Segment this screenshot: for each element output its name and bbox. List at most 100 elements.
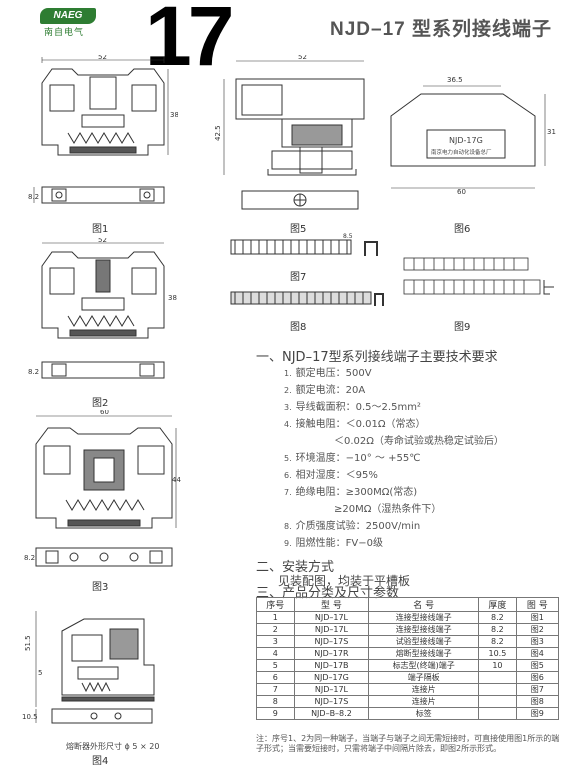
- spec-line: 7.绝缘电阻：≥300MΩ(常态): [284, 487, 418, 498]
- figure-7-caption: 图7: [290, 272, 307, 283]
- table-cell: 8.2: [478, 623, 517, 636]
- table-cell: 4: [256, 647, 295, 660]
- figure-3-caption: 图3: [92, 582, 109, 593]
- table-header: 名 号: [368, 597, 480, 612]
- table-cell: 试验型接线端子: [368, 635, 480, 648]
- table-cell: [478, 671, 517, 684]
- table-cell: 图2: [515, 623, 560, 636]
- fuse-size-note: 熔断器外形尺寸 ϕ 5 × 20: [66, 742, 160, 751]
- table-cell: [478, 695, 517, 708]
- spec-line: 6.相对湿度：＜95%: [284, 470, 378, 481]
- table-cell: 6: [256, 671, 295, 684]
- spec-line: 9.阻燃性能：FV−0级: [284, 538, 383, 549]
- spec-line: 8.介质强度试验：2500V/min: [284, 521, 421, 532]
- table-cell: NJD–17B: [293, 659, 370, 672]
- fig4-a-label: 5: [38, 669, 42, 677]
- table-cell: 图9: [515, 707, 560, 720]
- spec-line: ＜0.02Ω（寿命试验或热稳定试验后）: [334, 436, 504, 447]
- figure-8-drawing: [230, 291, 384, 306]
- spec-line: ≥20MΩ（湿热条件下）: [334, 504, 442, 515]
- fig1-depth-label: 8.2: [28, 193, 39, 201]
- figure-4-caption: 图4: [92, 756, 109, 766]
- table-cell: 连接型接线端子: [368, 623, 480, 636]
- spec-line: 1.额定电压：500V: [284, 368, 372, 379]
- table-cell: [478, 683, 517, 696]
- table-header: 图 号: [515, 597, 560, 612]
- table-cell: 端子隔板: [368, 671, 480, 684]
- fig6-plate-maker: 南京电力自动化设备总厂: [431, 148, 492, 156]
- table-cell: 5: [256, 659, 295, 672]
- table-cell: 图8: [515, 695, 560, 708]
- fig3-height-label: 44: [172, 476, 181, 484]
- table-cell: 图5: [515, 659, 560, 672]
- fig4-height-label: 51.5: [24, 635, 32, 651]
- table-cell: 图1: [515, 611, 560, 624]
- fig7-dim-label: 8.5: [343, 233, 353, 240]
- section-2-text: 见装配图，均装于平槽板: [278, 574, 411, 588]
- logo-subtitle: 南自电气: [44, 28, 85, 38]
- table-cell: 连接片: [368, 683, 480, 696]
- fig2-height-label: 38: [168, 294, 177, 302]
- table-cell: 2: [256, 623, 295, 636]
- section-1-heading: 一、NJD–17型系列接线端子主要技术要求: [256, 350, 498, 365]
- fig6-width-label: 60: [457, 188, 466, 196]
- spec-line: 5.环境温度：−10° ～ +55℃: [284, 453, 421, 464]
- table-cell: 8: [256, 695, 295, 708]
- table-cell: 7: [256, 683, 295, 696]
- company-logo: NAEG 南自电气: [40, 8, 96, 38]
- fig5-height-label: 42.5: [214, 125, 222, 141]
- table-cell: 10: [478, 659, 517, 672]
- table-cell: 图6: [515, 671, 560, 684]
- table-cell: NJD–17S: [293, 695, 370, 708]
- fig2-depth-label: 8.2: [28, 368, 39, 376]
- table-cell: 图4: [515, 647, 560, 660]
- table-cell: 1: [256, 611, 295, 624]
- spec-line: 2.额定电流：20A: [284, 385, 366, 396]
- fig4-b-label: 10.5: [22, 713, 38, 721]
- fig3-width-label: 60: [100, 410, 109, 416]
- figure-1-drawing: 52 38 8.2: [28, 55, 178, 204]
- table-header: 厚度: [478, 597, 517, 612]
- table-header: 序号: [256, 597, 295, 612]
- page-title: NJD–17 型系列接线端子: [330, 19, 552, 40]
- fig6-top-label: 36.5: [447, 76, 463, 84]
- fig6-plate-model: NJD-17G: [449, 136, 483, 145]
- figure-8-caption: 图8: [290, 322, 307, 333]
- table-cell: 连接片: [368, 695, 480, 708]
- table-cell: NJD–17G: [293, 671, 370, 684]
- figure-3-drawing: 60 44 8.2: [24, 410, 181, 567]
- figure-6-drawing: 36.5 31 60 NJD-17G 南京电力自动化设备总厂: [390, 76, 556, 196]
- figure-5-drawing: 52 42.5: [214, 55, 365, 210]
- spec-line: 3.导线截面积：0.5～2.5mm²: [284, 402, 421, 413]
- table-cell: NJD–17L: [293, 683, 370, 696]
- model-number: 17: [145, 0, 234, 83]
- table-cell: 8.2: [478, 611, 517, 624]
- table-cell: 连接型接线端子: [368, 611, 480, 624]
- figure-7-drawing: 8.5: [230, 233, 378, 256]
- table-cell: 图7: [515, 683, 560, 696]
- figure-6-caption: 图6: [454, 224, 471, 235]
- table-cell: 9: [256, 707, 295, 720]
- table-header-row: 序号 型 号 名 号 厚度 图 号: [256, 597, 560, 612]
- figure-9-drawing: [403, 257, 554, 295]
- section-2-heading: 二、安装方式: [256, 560, 335, 575]
- table-cell: NJD–17L: [293, 611, 370, 624]
- figure-2-caption: 图2: [92, 398, 109, 409]
- figure-1-caption: 图1: [92, 224, 109, 235]
- figure-4-drawing: 51.5 5 10.5: [22, 611, 155, 724]
- spec-list: 1.额定电压：500V 2.额定电流：20A 3.导线截面积：0.5～2.5mm…: [284, 364, 560, 551]
- table-cell: NJD–17S: [293, 635, 370, 648]
- table-cell: 图3: [515, 635, 560, 648]
- table-cell: 8.2: [478, 635, 517, 648]
- table-cell: 标签: [368, 707, 480, 720]
- table-cell: 标志型(终端)端子: [368, 659, 480, 672]
- table-header: 型 号: [293, 597, 370, 612]
- table-cell: NJD–17L: [293, 623, 370, 636]
